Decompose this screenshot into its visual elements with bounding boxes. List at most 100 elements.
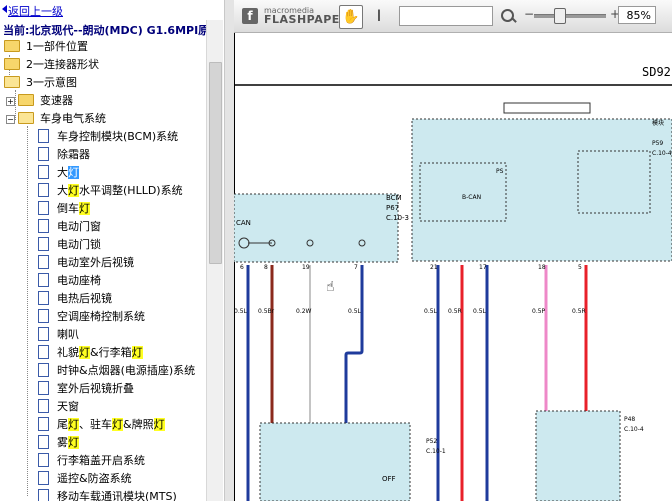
vertical-scrollbar[interactable] xyxy=(206,20,223,501)
document-icon xyxy=(38,201,49,215)
right-label1: P59 xyxy=(652,140,663,147)
back-arrow-icon[interactable] xyxy=(2,5,7,13)
search-highlight: 灯 xyxy=(79,346,90,359)
search-highlight: 灯 xyxy=(153,418,165,431)
zoom-slider-thumb[interactable] xyxy=(554,8,566,24)
tree-item[interactable]: 空调座椅控制系统 xyxy=(38,308,145,326)
off-label: OFF xyxy=(382,475,396,483)
tree-item[interactable]: 室外后视镜折叠 xyxy=(38,380,134,398)
tree-item[interactable]: 行李箱盖开启系统 xyxy=(38,452,145,470)
back-link[interactable]: 返回上一级 xyxy=(8,5,63,18)
tree-item-label: 电动座椅 xyxy=(57,274,101,287)
pin-label: 6 xyxy=(240,264,244,271)
pin-label: 21 xyxy=(430,264,438,271)
tree-item[interactable]: 大灯水平调整(HLLD)系统 xyxy=(38,182,183,200)
bottom-switch-box xyxy=(259,422,411,501)
collapse-icon[interactable]: − xyxy=(6,114,15,124)
scrollbar-thumb[interactable] xyxy=(209,62,222,264)
search-highlight: 灯 xyxy=(112,418,123,431)
pin-label: 5 xyxy=(578,264,582,271)
wiring-diagram: SD921 BCM P67 C.10-3 CAN 模块 P59 C.10-4 P… xyxy=(234,33,672,501)
bottom-right-label: P48 xyxy=(624,416,635,423)
tree-item[interactable]: 3一示意图 xyxy=(4,74,77,92)
sheet-code: SD921 xyxy=(642,65,672,79)
pin-label: 7 xyxy=(354,264,358,271)
tree-item[interactable]: 遥控&防盗系统 xyxy=(38,470,132,488)
tree-item[interactable]: 2一连接器形状 xyxy=(4,56,99,74)
document-icon xyxy=(38,345,49,359)
search-highlight: 灯 xyxy=(79,202,90,215)
wire-label: 0.5L xyxy=(234,308,248,315)
zoom-slider-track[interactable] xyxy=(534,14,606,18)
wire-label: 0.5L xyxy=(424,308,438,315)
document-icon xyxy=(38,327,49,341)
tree-item[interactable]: 电动座椅 xyxy=(38,272,101,290)
document-icon xyxy=(38,489,49,501)
tree-item[interactable]: 电动室外后视镜 xyxy=(38,254,134,272)
search-magnifier-icon[interactable] xyxy=(501,9,514,22)
document-icon xyxy=(38,471,49,485)
expand-icon[interactable]: + xyxy=(6,96,15,106)
pin-label: 8 xyxy=(264,264,268,271)
zoom-out-icon[interactable]: − xyxy=(524,7,535,21)
tree-item[interactable]: 倒车灯 xyxy=(38,200,90,218)
tree-item-label: 倒车 xyxy=(57,202,79,215)
tree-item[interactable]: 除霜器 xyxy=(38,146,90,164)
tree-item-label: &行李箱 xyxy=(90,346,132,359)
tree-item[interactable]: 雾灯 xyxy=(38,434,79,452)
folder-open-icon xyxy=(18,112,34,124)
document-icon xyxy=(38,363,49,377)
tree-item[interactable]: 大灯 xyxy=(38,164,79,182)
tree-item[interactable]: +变速器 xyxy=(6,92,73,110)
tree-item[interactable]: 时钟&点烟器(电源插座)系统 xyxy=(38,362,195,380)
document-icon xyxy=(38,165,49,179)
tree-item-label: 空调座椅控制系统 xyxy=(57,310,145,323)
tree-item[interactable]: 电动门窗 xyxy=(38,218,101,236)
document-icon xyxy=(38,399,49,413)
tree-item[interactable]: 1一部件位置 xyxy=(4,38,88,56)
wire-label: 0.5R xyxy=(572,308,586,315)
tree-item-label: 礼貌 xyxy=(57,346,79,359)
tree-item-label: 电动室外后视镜 xyxy=(57,256,134,269)
tree-item-label: &牌照 xyxy=(123,418,154,431)
bcm-module-box xyxy=(234,193,399,263)
tree-item[interactable]: 尾灯、驻车灯&牌照灯 xyxy=(38,416,165,434)
document-icon xyxy=(38,183,49,197)
wire-label: 0.5R xyxy=(448,308,462,315)
tree-item[interactable]: 天窗 xyxy=(38,398,79,416)
tree-item-label: 尾 xyxy=(57,418,68,431)
wire-label: 0.5L xyxy=(348,308,362,315)
search-highlight: 灯 xyxy=(68,436,79,449)
tree-item-label: 室外后视镜折叠 xyxy=(57,382,134,395)
right-module-label: 模块 xyxy=(652,119,664,127)
document-icon xyxy=(38,237,49,251)
tree-item[interactable]: − 车身电气系统 xyxy=(6,110,106,128)
tree-item[interactable]: 移动车载通讯模块(MTS) xyxy=(38,488,177,501)
wire-label: 0.5L xyxy=(473,308,487,315)
can-label: CAN xyxy=(236,219,251,227)
tree-item[interactable]: 礼貌灯&行李箱灯 xyxy=(38,344,143,362)
pin-label: 18 xyxy=(538,264,546,271)
pane-divider[interactable] xyxy=(224,0,235,501)
bottom-left-label: P52 xyxy=(426,438,437,445)
hand-tool-button[interactable]: ✋ xyxy=(339,5,363,29)
search-input[interactable] xyxy=(399,6,493,26)
tree-item-label: 车身控制模块(BCM)系统 xyxy=(57,130,179,143)
zoom-percent-field[interactable]: 85% xyxy=(618,6,656,24)
tree-item[interactable]: 电热后视镜 xyxy=(38,290,112,308)
text-select-button[interactable]: I xyxy=(372,5,386,27)
tree-item[interactable]: 电动门锁 xyxy=(38,236,101,254)
tree-item-label: 电动门窗 xyxy=(57,220,101,233)
tree-item-label: 车身电气系统 xyxy=(40,112,106,125)
tree-item[interactable]: 车身控制模块(BCM)系统 xyxy=(38,128,178,146)
folder-icon xyxy=(18,94,34,106)
pin-label: 19 xyxy=(302,264,310,271)
tree-item-label: 喇叭 xyxy=(57,328,79,341)
search-highlight: 灯 xyxy=(68,166,79,179)
tree-item[interactable]: 喇叭 xyxy=(38,326,79,344)
document-icon xyxy=(38,273,49,287)
zoom-in-icon[interactable]: + xyxy=(610,7,621,21)
wire-label: 0.5P xyxy=(532,308,546,315)
search-highlight: 灯 xyxy=(68,184,79,197)
tree-item-label: 天窗 xyxy=(57,400,79,413)
